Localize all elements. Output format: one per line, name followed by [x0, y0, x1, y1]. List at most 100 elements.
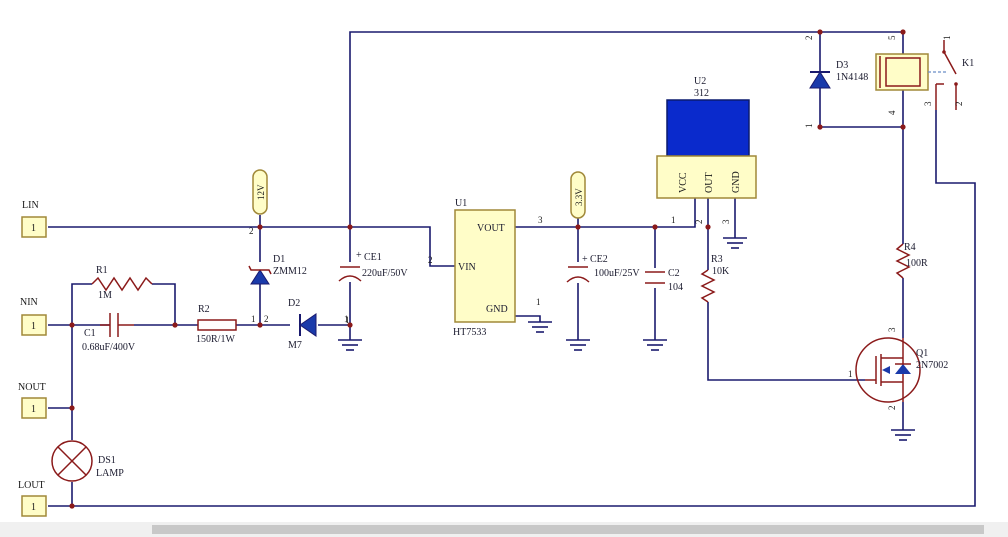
ground-symbol-5	[723, 237, 747, 249]
svg-text:LAMP: LAMP	[96, 468, 124, 479]
svg-text:3: 3	[721, 219, 731, 224]
net-label-3v3: 3.3V	[570, 171, 586, 219]
svg-text:3.3V: 3.3V	[574, 188, 584, 206]
regulator-u1: U1 VOUT VIN GND HT7533 2 3 1	[428, 198, 543, 338]
junction-dot	[652, 224, 658, 230]
diode-d2: 2 1 D2 M7	[264, 298, 349, 351]
junction-dot	[69, 503, 75, 509]
svg-text:C1: C1	[84, 328, 96, 339]
svg-text:+: +	[582, 254, 588, 265]
svg-text:NIN: NIN	[20, 297, 38, 308]
svg-text:2: 2	[804, 36, 814, 41]
scrollbar-thumb[interactable]	[152, 525, 984, 534]
svg-text:CE1: CE1	[364, 252, 382, 263]
junction-dot	[900, 124, 906, 130]
svg-text:VOUT: VOUT	[477, 223, 505, 234]
svg-text:2: 2	[249, 226, 254, 236]
port-lout: LOUT 1	[18, 480, 47, 517]
svg-text:1N4148: 1N4148	[836, 72, 868, 83]
svg-text:100R: 100R	[906, 258, 928, 269]
svg-text:3: 3	[538, 215, 543, 225]
svg-text:CE2: CE2	[590, 254, 608, 265]
capacitor-c1: C1 0.68uF/400V	[82, 313, 136, 353]
diode-d3: 2 1 D3 1N4148	[804, 36, 868, 129]
capacitor-ce2: + CE2 100uF/25V	[566, 254, 640, 283]
svg-text:1: 1	[31, 321, 36, 332]
junctions	[69, 29, 906, 509]
svg-text:2: 2	[264, 314, 269, 324]
junction-dot	[69, 405, 75, 411]
svg-text:1: 1	[31, 223, 36, 234]
svg-text:D2: D2	[288, 298, 300, 309]
port-nout: NOUT 1	[18, 382, 47, 419]
svg-text:VIN: VIN	[458, 262, 476, 273]
svg-text:1: 1	[671, 215, 676, 225]
svg-text:LOUT: LOUT	[18, 480, 45, 491]
junction-dot	[705, 224, 711, 230]
svg-text:U2: U2	[694, 76, 706, 87]
ground-symbol-1	[338, 339, 362, 351]
svg-text:ZMM12: ZMM12	[273, 266, 307, 277]
svg-text:C2: C2	[668, 268, 680, 279]
svg-text:10K: 10K	[712, 266, 730, 277]
junction-dot	[257, 322, 263, 328]
svg-text:0.68uF/400V: 0.68uF/400V	[82, 342, 136, 353]
svg-text:R2: R2	[198, 304, 210, 315]
svg-text:312: 312	[694, 88, 709, 99]
junction-dot	[257, 224, 263, 230]
svg-text:HT7533: HT7533	[453, 327, 486, 338]
mosfet-q1: Q1 2N7002 1 3 2	[848, 327, 948, 410]
schematic-diagram: LIN 1 NIN 1 NOUT 1 LOUT 1 R1 1M C1 0.68u…	[18, 29, 976, 517]
svg-text:1: 1	[942, 36, 952, 41]
svg-text:2: 2	[954, 102, 964, 107]
port-lin: LIN 1	[21, 200, 47, 238]
svg-text:R1: R1	[96, 265, 108, 276]
svg-text:3: 3	[887, 327, 897, 332]
resistor-r2: R2 150R/1W	[196, 304, 237, 345]
svg-text:1: 1	[31, 404, 36, 415]
sensor-u2: U2 312 VCC OUT GND 1 2 3	[656, 76, 757, 225]
svg-text:1: 1	[536, 297, 541, 307]
resistor-r3: R3 10K	[700, 254, 730, 303]
svg-text:Q1: Q1	[916, 348, 928, 359]
junction-dot	[347, 224, 353, 230]
svg-text:1: 1	[251, 314, 256, 324]
svg-text:D1: D1	[273, 254, 285, 265]
net-label-12v: 12V	[252, 169, 268, 215]
svg-text:220uF/50V: 220uF/50V	[362, 268, 408, 279]
svg-text:4: 4	[887, 110, 897, 115]
capacitor-ce1: + CE1 220uF/50V 1	[338, 250, 408, 325]
port-nin: NIN 1	[20, 297, 47, 336]
relay-k1: K1 5 4 1 3 2	[875, 35, 974, 115]
svg-text:2: 2	[694, 220, 704, 225]
ground-symbol-3	[566, 339, 590, 351]
svg-text:K1: K1	[962, 58, 974, 69]
svg-text:2: 2	[428, 255, 433, 265]
svg-text:R4: R4	[904, 242, 916, 253]
svg-text:D3: D3	[836, 60, 848, 71]
svg-text:M7: M7	[288, 340, 302, 351]
svg-text:R3: R3	[711, 254, 723, 265]
svg-text:LIN: LIN	[22, 200, 39, 211]
svg-text:104: 104	[668, 282, 683, 293]
lamp-ds1: DS1 LAMP	[51, 440, 124, 482]
svg-text:12V: 12V	[256, 184, 266, 200]
svg-text:2: 2	[887, 406, 897, 411]
svg-text:1M: 1M	[98, 290, 112, 301]
svg-text:1: 1	[848, 369, 853, 379]
capacitor-c2: C2 104	[645, 268, 683, 293]
svg-text:5: 5	[887, 35, 897, 40]
horizontal-scrollbar[interactable]	[0, 522, 1008, 537]
svg-text:GND: GND	[486, 304, 508, 315]
ground-symbol-2	[528, 321, 552, 333]
svg-text:150R/1W: 150R/1W	[196, 334, 235, 345]
svg-text:2N7002: 2N7002	[916, 360, 948, 371]
svg-text:OUT: OUT	[704, 172, 715, 193]
junction-dot	[575, 224, 581, 230]
svg-text:3: 3	[923, 101, 933, 106]
junction-dot	[172, 322, 178, 328]
svg-text:1: 1	[31, 502, 36, 513]
resistor-r1: R1 1M	[91, 265, 153, 301]
wires	[48, 31, 976, 507]
svg-text:+: +	[356, 250, 362, 261]
